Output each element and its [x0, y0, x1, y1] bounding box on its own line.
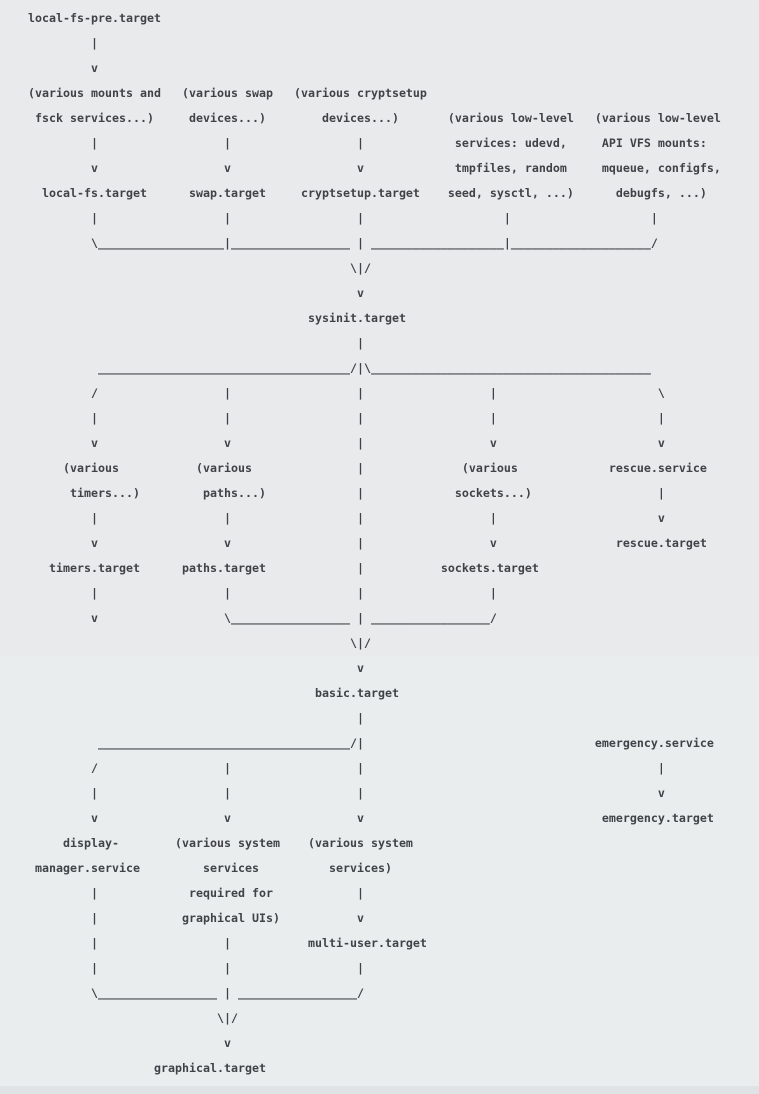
page-bottom-edge	[0, 1086, 759, 1094]
ascii-diagram-basic-to-graphical-section: v basic.target | _______________________…	[0, 656, 759, 1086]
ascii-diagram-sysinit-section: local-fs-pre.target | v (various mounts …	[28, 11, 721, 650]
